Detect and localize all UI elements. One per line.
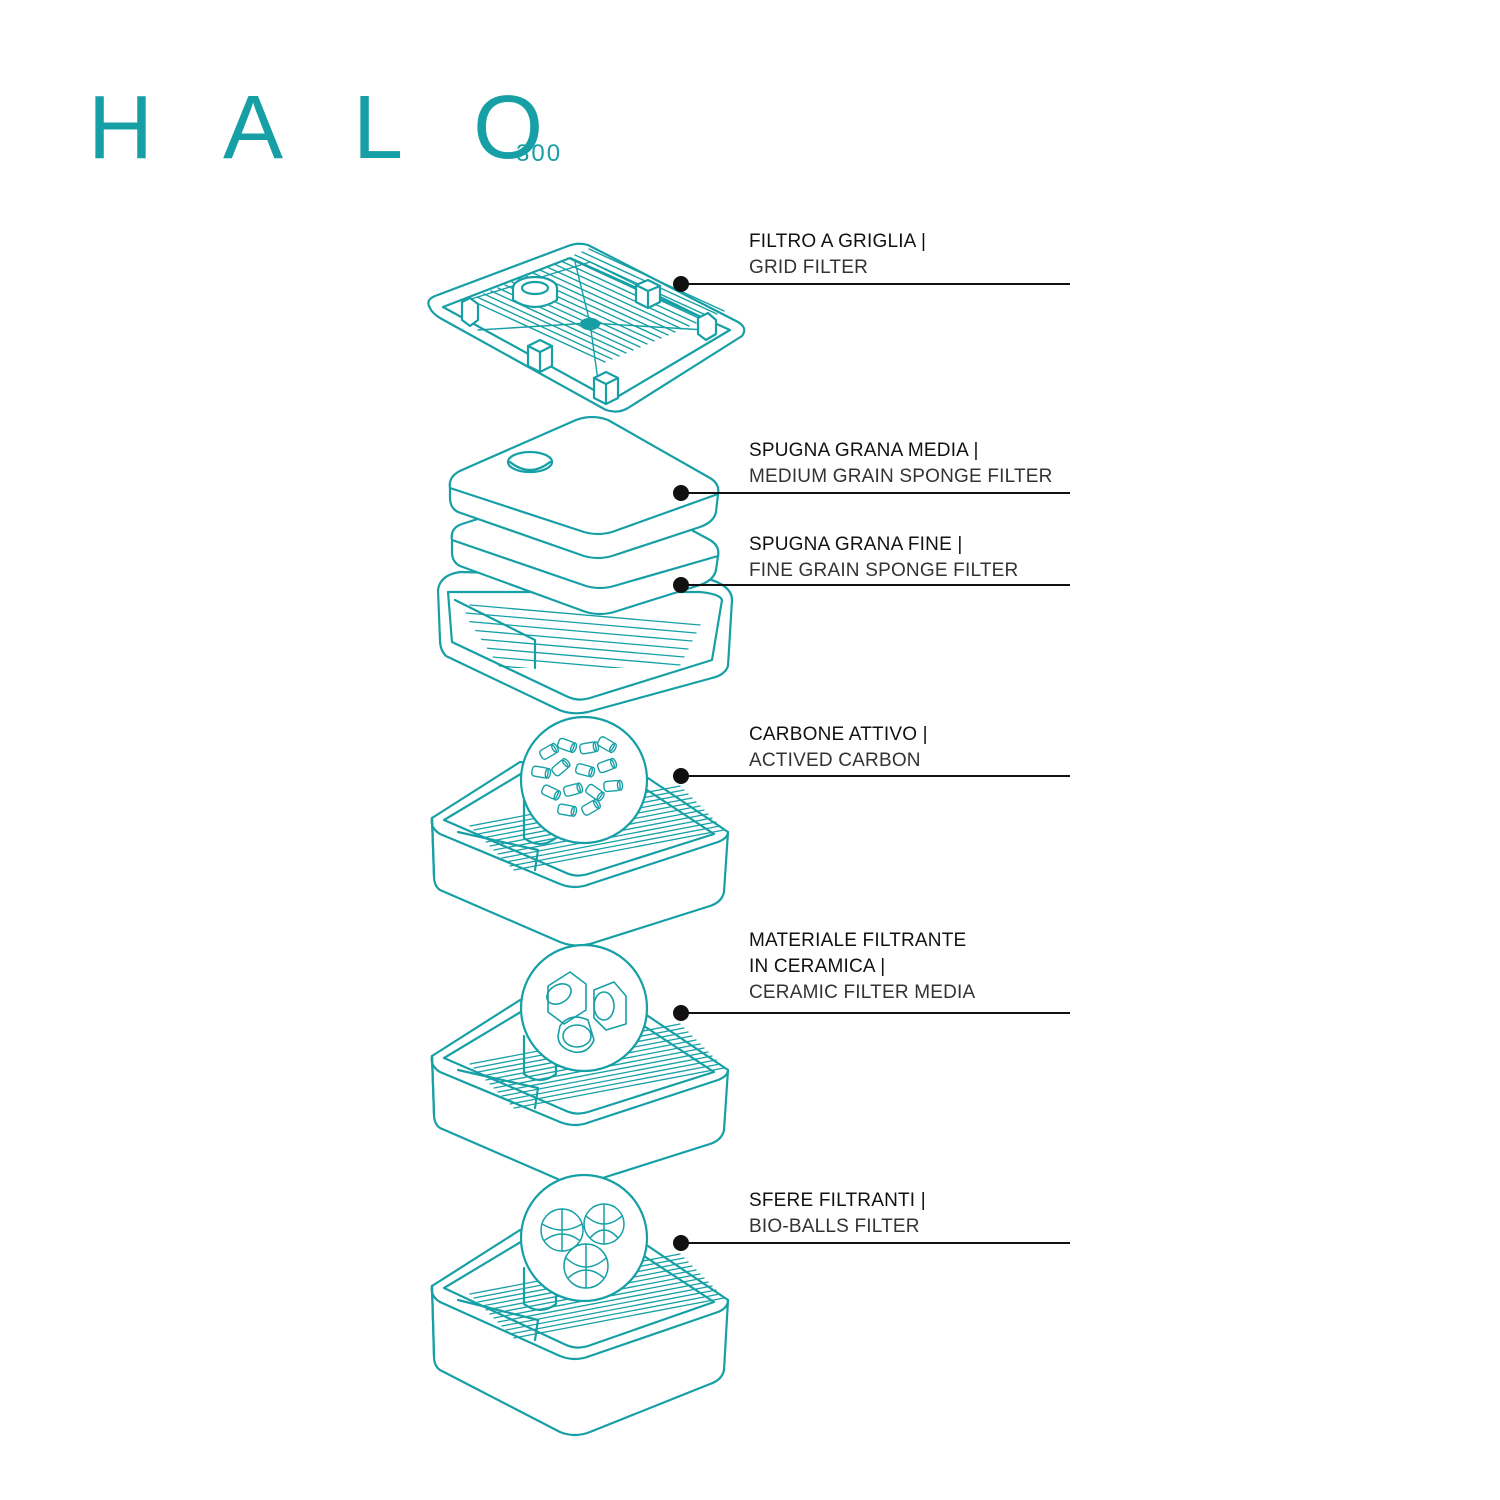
- label-ceramic-media: MATERIALE FILTRANTE IN CERAMICA | CERAMI…: [749, 928, 975, 1006]
- carbon-pellet: [531, 765, 552, 780]
- hatch-line: [497, 1051, 709, 1093]
- label-en: ACTIVED CARBON: [749, 750, 921, 771]
- carbon-pellet: [556, 737, 578, 754]
- carbon-pellet: [580, 798, 601, 816]
- label-en: CERAMIC FILTER MEDIA: [749, 982, 976, 1003]
- hatch-line: [546, 266, 683, 330]
- label-en: BIO-BALLS FILTER: [749, 1216, 920, 1237]
- brand-model: 300: [516, 140, 563, 167]
- carbon-pellet: [540, 784, 562, 801]
- carbon-pellet: [551, 758, 571, 777]
- hatch-line: [469, 299, 606, 363]
- carbon-pellet: [596, 736, 617, 754]
- hatch-line: [461, 620, 693, 642]
- hatch-line: [553, 263, 690, 327]
- brand-name: HALO: [88, 78, 614, 178]
- hatch-line: [465, 612, 697, 634]
- hatch-line: [513, 829, 725, 871]
- medium-sponge-part: [448, 415, 720, 560]
- hatch-line: [539, 269, 676, 333]
- carbon-pellet: [557, 803, 578, 818]
- label-grid-filter: FILTRO A GRIGLIA | GRID FILTER: [749, 229, 926, 281]
- hatch-line: [509, 825, 721, 867]
- hatch-line: [513, 1067, 725, 1109]
- hatch-line: [513, 1297, 725, 1339]
- label-bio-balls: SFERE FILTRANTI | BIO-BALLS FILTER: [749, 1188, 926, 1240]
- hatch-line: [497, 1281, 709, 1323]
- label-en: GRID FILTER: [749, 257, 869, 278]
- hatch-line: [509, 1293, 721, 1335]
- hatch-line: [455, 636, 685, 658]
- carbon-tray-part: [430, 715, 730, 947]
- label-fine-sponge: SPUGNA GRANA FINE | FINE GRAIN SPONGE FI…: [749, 532, 1018, 584]
- hatch-line: [455, 644, 681, 666]
- hatch-line: [509, 1063, 721, 1105]
- hatch-line: [469, 604, 701, 626]
- carbon-pellet: [596, 757, 618, 774]
- hatch-line: [560, 260, 697, 324]
- label-it: FILTRO A GRIGLIA |: [749, 231, 927, 252]
- carbon-pellet: [579, 740, 600, 755]
- hatch-line: [457, 628, 689, 650]
- hatch-line: [505, 821, 717, 863]
- carbon-pellet: [574, 763, 596, 778]
- label-it: SPUGNA GRANA FINE |: [749, 534, 963, 555]
- label-activated-carbon: CARBONE ATTIVO | ACTIVED CARBON: [749, 722, 928, 774]
- label-medium-sponge: SPUGNA GRANA MEDIA | MEDIUM GRAIN SPONGE…: [749, 438, 1053, 490]
- label-it: SFERE FILTRANTI |: [749, 1190, 926, 1211]
- label-it: SPUGNA GRANA MEDIA |: [749, 440, 979, 461]
- label-en: FINE GRAIN SPONGE FILTER: [749, 560, 1019, 581]
- carbon-pellet: [603, 779, 624, 793]
- hatch-line: [505, 1059, 717, 1101]
- grid-filter-part: [427, 242, 746, 413]
- label-it-line2: IN CERAMICA |: [749, 956, 886, 977]
- label-en: MEDIUM GRAIN SPONGE FILTER: [749, 466, 1053, 487]
- label-it: MATERIALE FILTRANTE: [749, 930, 967, 951]
- label-it: CARBONE ATTIVO |: [749, 724, 928, 745]
- hatch-line: [505, 1289, 717, 1331]
- ceramic-tray-part: [430, 943, 730, 1185]
- bioballs-tray-part: [430, 1173, 730, 1437]
- carbon-pellet: [562, 782, 584, 797]
- hatch-line: [588, 248, 725, 312]
- hatch-line: [476, 296, 613, 360]
- leader-lines: [673, 276, 1070, 1251]
